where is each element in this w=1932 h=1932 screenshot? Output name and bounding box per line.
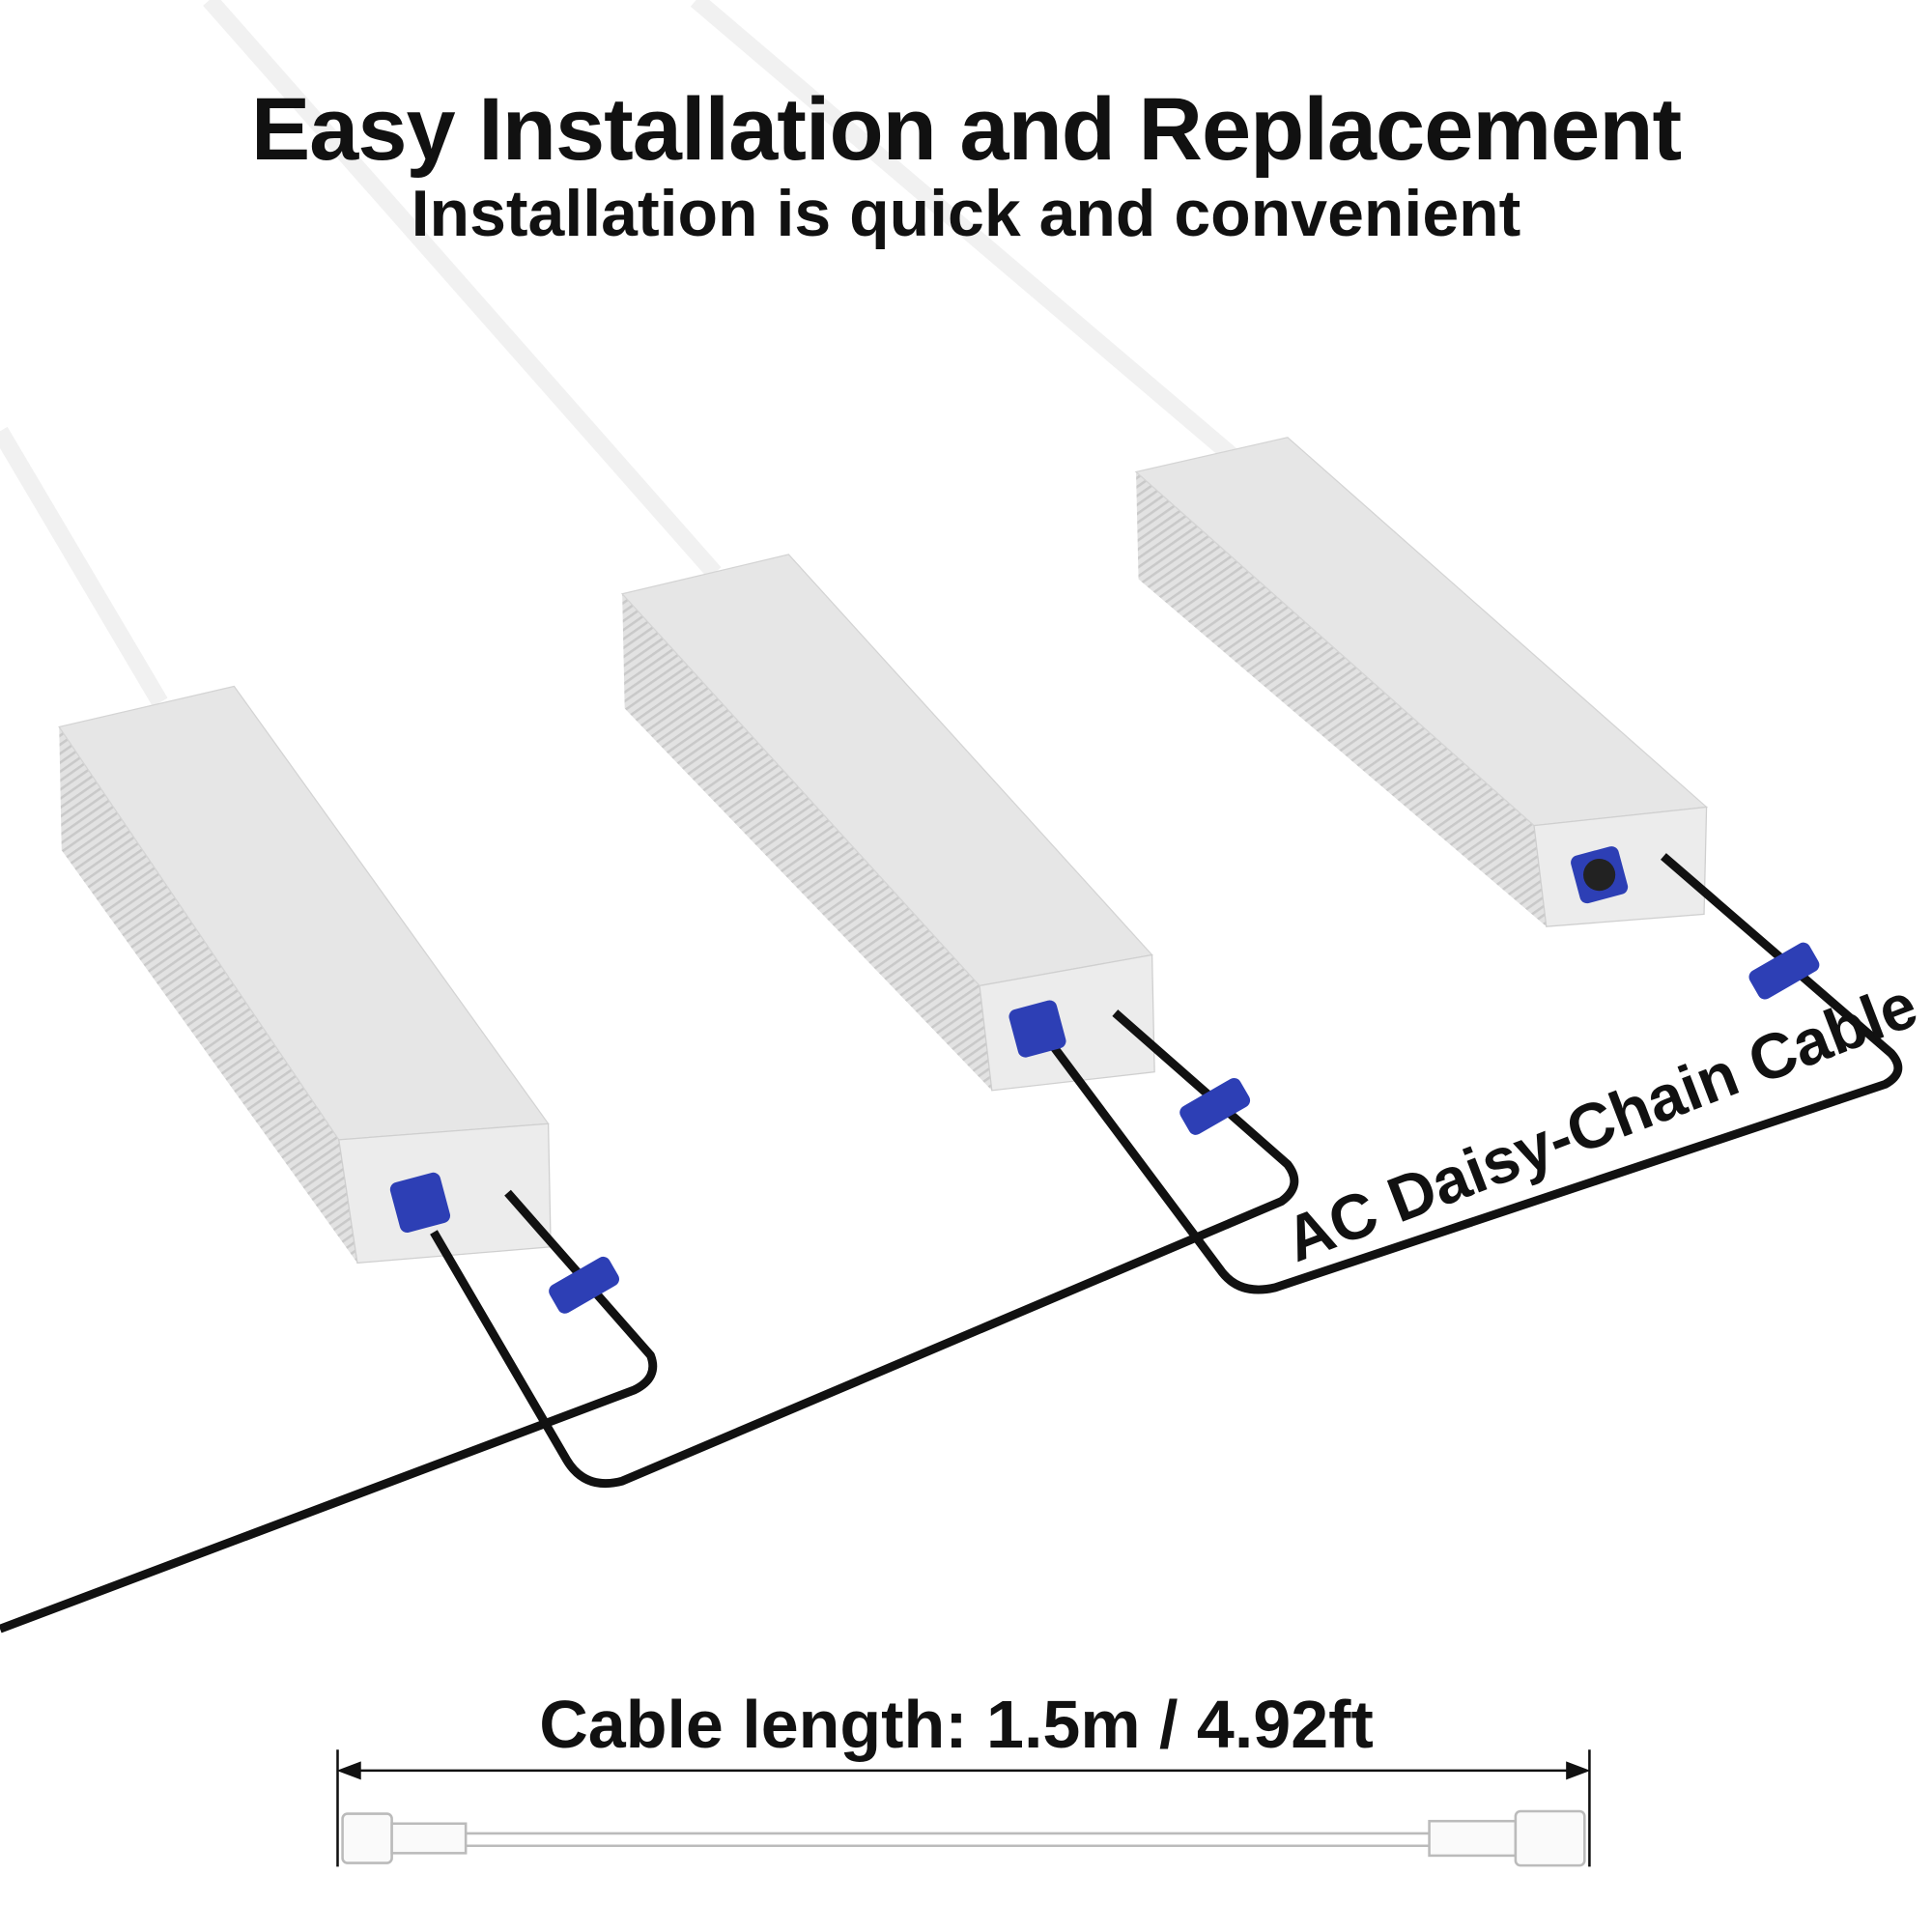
led-driver-3 [1134, 437, 1709, 927]
daisy-chain-cables [0, 853, 1903, 1634]
connectors [389, 846, 1820, 1314]
page-title: Easy Installation and Replacement [250, 80, 1682, 179]
page-subtitle: Installation is quick and convenient [411, 177, 1521, 250]
led-driver-1 [58, 685, 552, 1264]
led-driver-2 [620, 554, 1155, 1092]
cable-sketch [341, 1809, 1586, 1867]
hanging-wires [0, 0, 1238, 707]
dimension-arrow [336, 1749, 1591, 1867]
cable-length-label: Cable length: 1.5m / 4.92ft [539, 1687, 1374, 1762]
